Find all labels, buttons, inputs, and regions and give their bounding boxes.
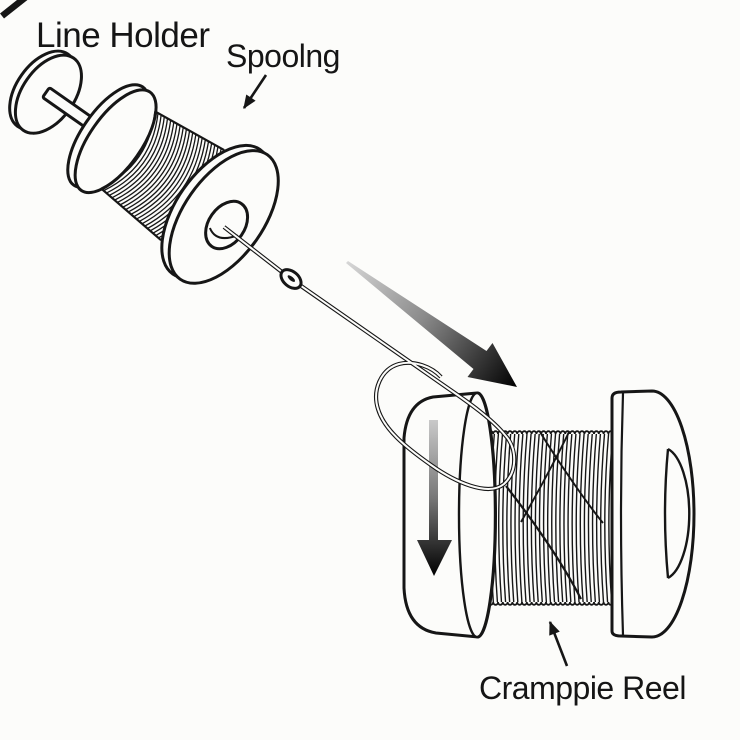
winding-line [136,134,197,220]
crappie-reel [402,389,696,639]
winding-line [128,128,188,213]
winding-line [108,116,165,196]
winding-line [575,433,581,603]
winding-line [600,433,606,603]
corner-mark [0,0,28,19]
reel-flange-rim-line [619,392,625,636]
winding-line [473,430,619,435]
winding-line [114,120,172,201]
winding-line [591,433,598,603]
winding-line [530,433,536,603]
spooling-pointer-arrow [242,74,268,110]
winding-line [526,433,532,603]
winding-line [498,433,504,603]
bead-slot [287,275,296,282]
line-guide-bead [279,268,303,290]
cross-wrap-line [520,431,570,523]
winding-line [534,433,540,603]
winding-line [106,114,162,194]
winding-line [130,130,191,215]
winding-line [514,433,520,603]
spool-flange-left [73,88,158,195]
fishing-line [222,225,582,600]
winding-line [518,433,524,603]
reel-pointer-arrow [548,620,569,667]
winding-line [117,121,175,204]
winding-line [119,123,178,206]
reel-dome [663,447,691,580]
line-direction-arrow [346,261,517,387]
winding-line [125,127,184,211]
winding-line [542,433,549,603]
cross-wrap-line [539,431,604,524]
reel-flange-right [610,389,696,639]
winding-line [122,125,181,208]
winding-line [506,433,512,603]
label-spooling: Spoolng [226,38,340,74]
winding-line [138,135,200,222]
barrel-bottom-edge [100,187,162,242]
winding-line [103,113,159,192]
winding-line [587,433,593,603]
winding-line [100,111,156,189]
reel-flange-left-face [457,391,497,639]
winding-line [473,601,619,606]
reel-rotation-arrow [417,420,452,576]
label-line-holder: Line Holder [36,16,210,55]
winding-line [563,433,569,603]
winding-line [133,132,194,218]
wrap-line [505,485,582,600]
winding-line [583,433,589,603]
winding-line [538,433,544,603]
winding-line [579,433,585,603]
winding-line [502,433,508,603]
line-holder-spool [8,49,280,285]
winding-line [567,433,573,603]
fishing-line-core [223,226,516,490]
winding-line [595,433,602,603]
barrel-top-edge [154,110,225,152]
winding-line [111,118,169,199]
label-reel: Cramppie Reel [479,670,686,706]
winding-line [571,433,577,603]
winding-line [604,433,610,603]
winding-line [559,433,565,603]
winding-line [546,433,553,603]
